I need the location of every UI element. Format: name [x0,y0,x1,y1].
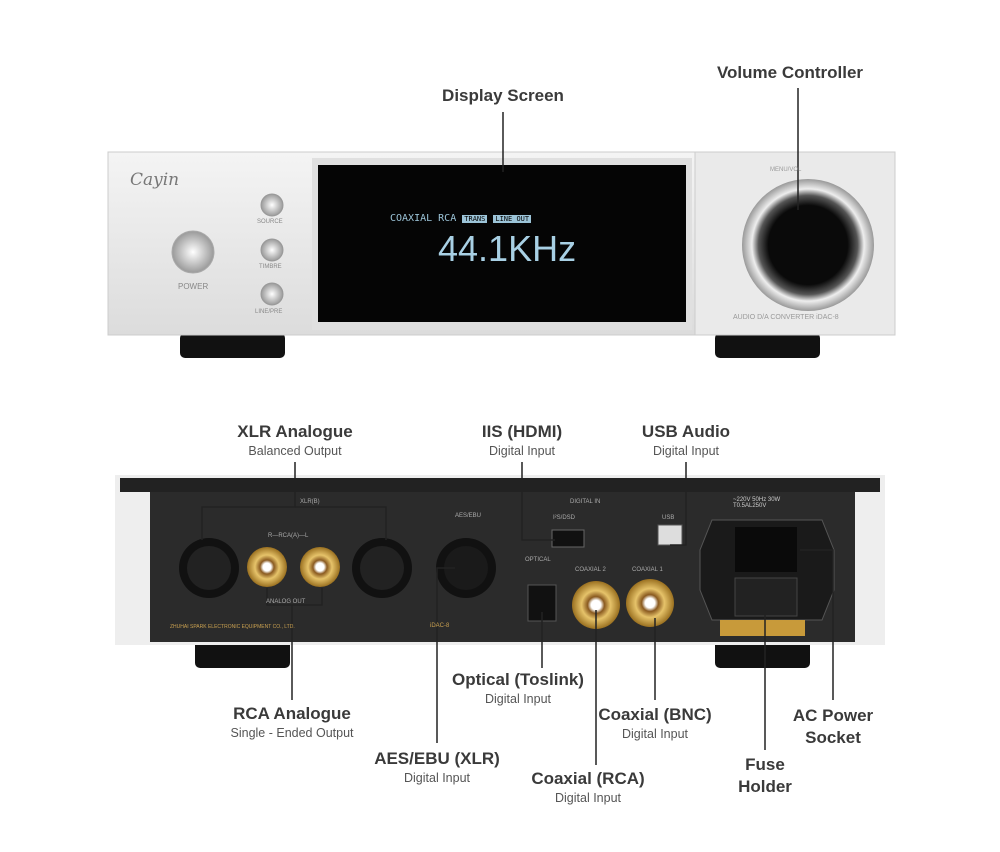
digital-in-label: DIGITAL IN [570,499,601,505]
power-button [171,230,215,274]
xlr-port-label: XLR(B) [300,499,320,505]
display-screen [318,165,686,322]
source-label: SOURCE [257,219,283,225]
knob-label: MENU/VOL [770,167,802,173]
coax2-port-label: COAXIAL 2 [575,567,606,573]
timbre-label: TIMBRE [259,264,282,270]
callout-title: Optical (Toslink) [452,670,584,689]
callout-title: RCA Analogue [233,704,351,723]
callout-title: XLR Analogue [237,422,353,441]
callout-iis: IIS (HDMI) Digital Input [482,421,562,459]
display-status-line: COAXIAL RCA TRANS LINE OUT [390,213,532,224]
callout-title: IIS (HDMI) [481,422,563,441]
brand-logo: Cayin [130,170,180,190]
callout-sub: Digital Input [652,444,720,458]
callout-sub: Digital Input [554,791,622,805]
aes-port-label: AES/EBU [455,513,482,519]
callout-sub: Digital Input [621,727,689,741]
volume-knob [742,179,874,311]
callout-title: Socket [805,728,861,747]
iis-port-label: I²S/DSD [553,515,576,521]
callout-sub: Balanced Output [248,444,342,458]
callout-title: Holder [738,777,792,796]
callout-title: Coaxial (BNC) [598,705,712,724]
display-badge-trans: TRANS [462,215,488,223]
display-frequency: 44.1KHz [438,228,577,269]
power-spec-1: ~220V 50Hz 30W [733,497,781,503]
usb-port-label: USB [662,515,675,521]
maker-label: ZHUHAI SPARK ELECTRONIC EQUIPMENT CO., L… [170,624,295,630]
model-label: AUDIO D/A CONVERTER iDAC-8 [733,314,839,321]
callout-volume-controller: Volume Controller [717,62,863,84]
callout-sub: Digital Input [403,771,470,785]
callout-title: Coaxial (RCA) [531,769,645,788]
callout-title: AC Power [792,706,874,725]
display-badge-lineout: LINE OUT [493,215,532,223]
callout-title: Display Screen [442,86,564,105]
display-input: COAXIAL RCA [390,213,457,224]
rear-panel [115,475,885,668]
callout-title: USB Audio [641,422,731,441]
callout-sub: Digital Input [488,444,555,458]
line-pre-label: LINE/PRE [255,309,283,315]
callout-sub: Digital Input [484,692,552,706]
callout-sub: Single - Ended Output [230,726,354,740]
optical-port-label: OPTICAL [525,557,551,563]
callout-title: AES/EBU (XLR) [374,749,500,768]
callout-title: Fuse [745,755,785,774]
callout-aes: AES/EBU (XLR) Digital Input [374,748,500,786]
analog-out-label: ANALOG OUT [266,599,306,605]
rca-port-label: R—RCA(A)—L [268,533,309,539]
callout-title: Volume Controller [716,63,864,82]
coax1-port-label: COAXIAL 1 [632,567,663,573]
rear-model-label: iDAC-8 [430,623,450,629]
callout-lines [201,88,834,765]
callout-bnc: Coaxial (BNC) Digital Input [598,704,711,742]
front-panel [107,151,896,358]
power-spec-2: T0.5AL250V [733,503,767,509]
callout-optical: Optical (Toslink) Digital Input [452,669,584,707]
callout-coax-rca: Coaxial (RCA) Digital Input [531,768,644,806]
callout-display-screen: Display Screen [442,85,564,107]
power-label: POWER [178,282,209,291]
